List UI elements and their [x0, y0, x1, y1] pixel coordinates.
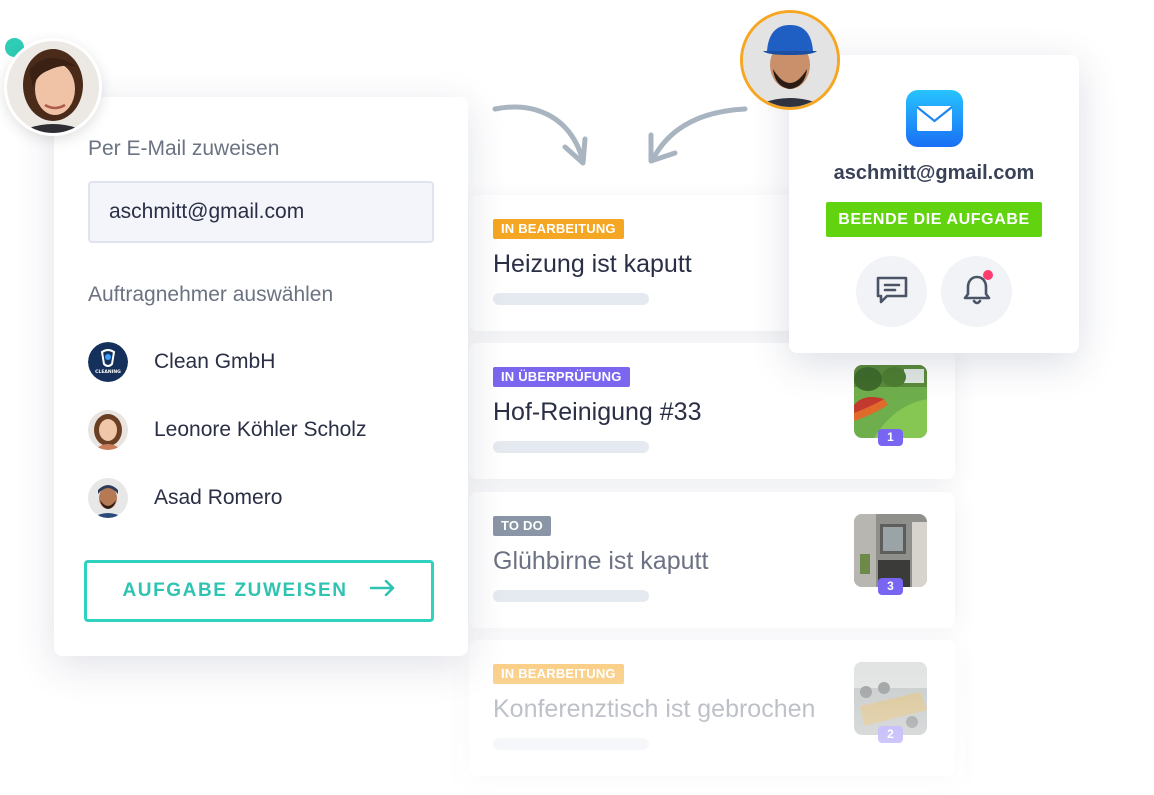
photo-count-badge: 1	[878, 429, 903, 446]
garden-photo-thumbnail[interactable]	[854, 365, 927, 438]
task-card[interactable]: IN BEARBEITUNG Konferenztisch ist gebroc…	[469, 640, 955, 776]
bathroom-photo-thumbnail[interactable]	[854, 514, 927, 587]
assign-task-button-label: AUFGABE ZUWEISEN	[122, 580, 348, 601]
status-badge: IN BEARBEITUNG	[493, 219, 624, 239]
task-title: Hof-Reinigung #33	[493, 398, 702, 426]
progress-placeholder	[493, 590, 649, 602]
chat-icon	[875, 276, 909, 308]
assignee-option-asad[interactable]: Asad Romero	[88, 478, 428, 518]
task-card[interactable]: IN ÜBERPRÜFUNG Hof-Reinigung #33 1	[469, 343, 955, 479]
assignee-option-leonore[interactable]: Leonore Köhler Scholz	[88, 410, 428, 450]
assignee-name: Asad Romero	[154, 486, 283, 509]
assignee-name: Clean GmbH	[154, 350, 276, 373]
mail-icon[interactable]	[906, 90, 963, 147]
finish-task-button[interactable]: BEENDE DIE AUFGABE	[826, 202, 1042, 237]
worker-avatar[interactable]	[740, 10, 840, 110]
assign-task-button[interactable]: AUFGABE ZUWEISEN	[84, 560, 434, 622]
photo-count-badge: 2	[878, 726, 903, 743]
bell-icon	[962, 275, 992, 310]
status-badge: TO DO	[493, 516, 551, 536]
conference-table-photo-thumbnail[interactable]	[854, 662, 927, 735]
company-logo: CLEANING	[88, 342, 128, 382]
notification-badge	[983, 270, 993, 280]
curved-arrows	[492, 104, 748, 166]
task-title: Heizung ist kaputt	[493, 250, 692, 278]
arrow-right-icon	[369, 579, 396, 602]
user-avatar[interactable]	[4, 38, 102, 136]
email-notification-popup: aschmitt@gmail.com BEENDE DIE AUFGABE	[789, 55, 1079, 353]
notifications-button[interactable]	[941, 256, 1012, 327]
task-title: Glühbirne ist kaputt	[493, 547, 709, 575]
status-badge: IN ÜBERPRÜFUNG	[493, 367, 630, 387]
recipient-email: aschmitt@gmail.com	[833, 162, 1035, 184]
company-logo-text: CLEANING	[95, 369, 121, 375]
progress-placeholder	[493, 441, 649, 453]
progress-placeholder	[493, 293, 649, 305]
photo-count-badge: 3	[878, 578, 903, 595]
status-badge: IN BEARBEITUNG	[493, 664, 624, 684]
task-card[interactable]: TO DO Glühbirne ist kaputt 3	[469, 492, 955, 628]
email-input[interactable]	[88, 181, 434, 243]
task-title: Konferenztisch ist gebrochen	[493, 695, 816, 723]
comment-button[interactable]	[856, 256, 927, 327]
assign-task-panel: Per E-Mail zuweisen Auftragnehmer auswäh…	[54, 97, 468, 656]
contractor-select-label: Auftragnehmer auswählen	[88, 283, 334, 306]
avatar	[88, 410, 128, 450]
avatar	[88, 478, 128, 518]
assignee-option-clean-gmbh[interactable]: CLEANING Clean GmbH	[88, 342, 428, 382]
progress-placeholder	[493, 738, 649, 750]
email-assign-label: Per E-Mail zuweisen	[88, 137, 280, 160]
assignee-name: Leonore Köhler Scholz	[154, 418, 367, 441]
